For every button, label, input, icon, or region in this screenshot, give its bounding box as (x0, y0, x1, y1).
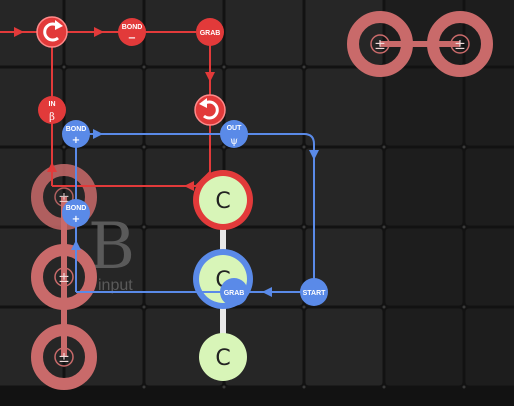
grid-cell[interactable] (466, 69, 514, 146)
grid-cell[interactable] (466, 229, 514, 306)
grid-corner (303, 306, 306, 309)
grid-corner (463, 226, 466, 229)
red-instruction-rotate[interactable] (37, 17, 67, 47)
grid-corner (463, 306, 466, 309)
grid-corner (383, 226, 386, 229)
grid-corner (223, 386, 226, 389)
grid-corner (143, 66, 146, 69)
grid-cell[interactable] (386, 0, 463, 66)
grid-cell[interactable] (0, 309, 63, 386)
grid-cell[interactable] (386, 149, 463, 226)
grid-corner (143, 146, 146, 149)
grid-corner (383, 146, 386, 149)
instruction-sub: ψ (230, 136, 238, 147)
blue-instruction-bond-plus[interactable]: BOND + (62, 120, 90, 148)
grid-cell[interactable] (386, 229, 463, 306)
bonder-symbol: ± (58, 350, 70, 366)
grid-corner (383, 386, 386, 389)
grid-cell[interactable] (306, 149, 383, 226)
grid-cell[interactable] (306, 69, 383, 146)
instruction-label: BOND (66, 205, 87, 212)
grid-corner (463, 386, 466, 389)
atom-carbon[interactable]: C (199, 333, 247, 381)
red-instruction-in-beta[interactable]: IN β (38, 96, 66, 124)
instruction-sub: β (49, 112, 55, 123)
grid-corner (303, 146, 306, 149)
instruction-sub: + (72, 135, 80, 146)
grid-cell[interactable] (226, 0, 303, 66)
blue-instruction-grab[interactable]: GRAB (220, 278, 248, 306)
bonder-symbol: ± (374, 37, 386, 53)
instruction-label: BOND (66, 126, 87, 133)
grid-corner (303, 66, 306, 69)
instruction-sub: − (128, 33, 136, 44)
blue-instruction-start[interactable]: START (300, 278, 328, 306)
instruction-label: IN (49, 101, 56, 108)
grid-cell[interactable] (306, 309, 383, 386)
grid-corner (223, 66, 226, 69)
atom-label: C (215, 189, 230, 214)
grid-corner (303, 226, 306, 229)
grid-corner (463, 146, 466, 149)
grid-corner (63, 146, 66, 149)
grid-corner (223, 146, 226, 149)
atom-label: C (215, 346, 230, 371)
blue-instruction-out-psi[interactable]: OUT ψ (220, 120, 248, 148)
instruction-label: GRAB (224, 290, 245, 297)
red-instruction-grab[interactable]: GRAB (196, 18, 224, 46)
bonder-symbol: ± (58, 270, 70, 286)
grid-cell[interactable] (0, 229, 63, 306)
instruction-sub: + (72, 214, 80, 225)
grid-corner (143, 386, 146, 389)
instruction-label: OUT (227, 125, 243, 132)
grid-cell[interactable] (386, 69, 463, 146)
bonder-symbol: ± (454, 37, 466, 53)
red-instruction-bond-minus[interactable]: BOND − (118, 18, 146, 46)
grid-cell[interactable] (306, 0, 383, 66)
grid-corner (63, 66, 66, 69)
grid-cell[interactable] (386, 309, 463, 386)
grid-cell[interactable] (466, 309, 514, 386)
instruction-label: START (303, 290, 327, 297)
grid-corner (303, 386, 306, 389)
blue-instruction-bond-plus[interactable]: BOND + (62, 199, 90, 227)
instruction-label: BOND (122, 24, 143, 31)
grid-corner (383, 306, 386, 309)
instruction-label: GRAB (200, 30, 221, 37)
grid-corner (143, 226, 146, 229)
grid-corner (143, 306, 146, 309)
red-instruction-rotate-cw[interactable] (195, 95, 225, 125)
grid-cell[interactable] (466, 149, 514, 226)
